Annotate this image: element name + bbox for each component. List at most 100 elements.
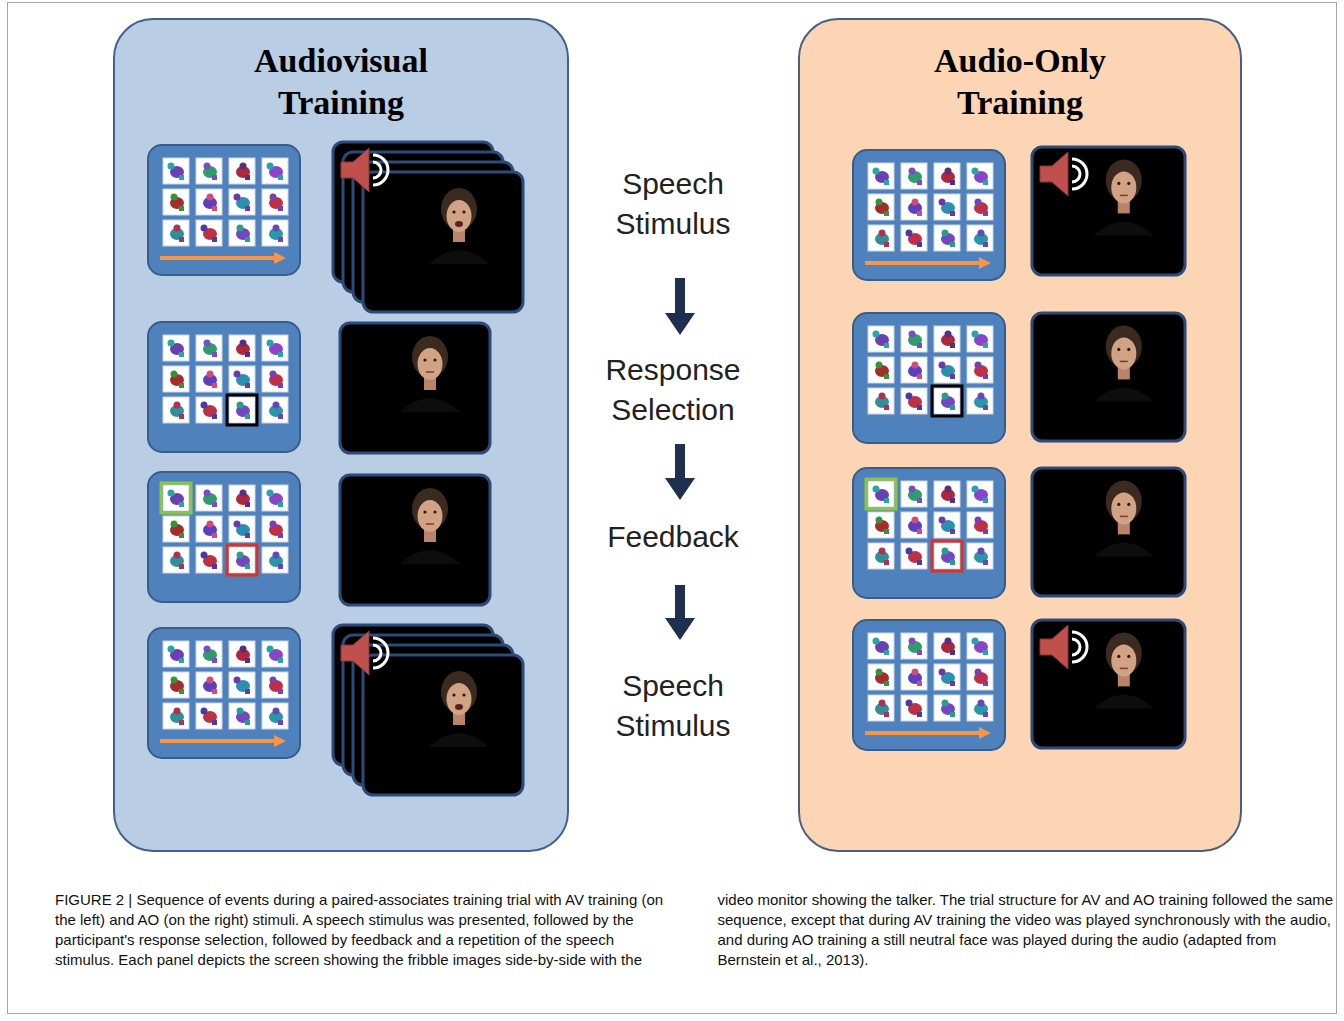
fribble-tile (262, 703, 288, 729)
fribble-part (945, 168, 952, 175)
fribble-part (207, 677, 214, 684)
talker-eye (452, 693, 455, 696)
fribble-screen (853, 150, 1005, 280)
fribble-tile (229, 516, 255, 542)
speaker-icon (341, 631, 388, 675)
fribble-part (168, 163, 175, 170)
fribble-part (909, 168, 916, 175)
speaker-icon (341, 148, 388, 192)
fribble-part (278, 414, 283, 419)
fribble-part (237, 708, 244, 715)
fribble-part (212, 383, 217, 388)
fribble-part (171, 677, 178, 684)
fribble-part (212, 564, 217, 569)
fribble-part (873, 168, 880, 175)
talker-body (429, 250, 489, 264)
fribble-part (273, 708, 280, 715)
fribble-tile (196, 220, 222, 246)
talker-face (1111, 337, 1136, 369)
fribble-tile (229, 397, 255, 423)
fribble-part (245, 502, 250, 507)
fribble-part (884, 211, 889, 216)
fribble-screen (148, 145, 300, 275)
fribble-tile (229, 189, 255, 215)
progress-bar (160, 739, 276, 743)
fribble-part (201, 225, 208, 232)
video-monitor (340, 475, 490, 605)
correct-box (866, 479, 896, 509)
fribble-tile (163, 703, 189, 729)
fribble-part (879, 548, 886, 555)
figure-border (8, 3, 1337, 1014)
fribble-tile (262, 189, 288, 215)
fribble-part (245, 352, 250, 357)
fribble-part (168, 490, 175, 497)
fribble-tile (967, 357, 993, 383)
fribble-part (983, 405, 988, 410)
fribble-part (939, 517, 946, 524)
talker-eye (1117, 503, 1120, 506)
fribble-part (983, 343, 988, 348)
fribble-part (278, 352, 283, 357)
fribble-part (212, 658, 217, 663)
fribble-part (950, 242, 955, 247)
fribble-tile (229, 703, 255, 729)
fribble-part (884, 242, 889, 247)
talker-mouth (455, 704, 463, 710)
sound-wave (1072, 159, 1087, 189)
fribble-part (179, 175, 184, 180)
fribble-tile (229, 672, 255, 698)
fribble-part (237, 225, 244, 232)
fribble-part (245, 237, 250, 242)
fribble-part (876, 517, 883, 524)
fribble-part (983, 529, 988, 534)
fribble-part (171, 194, 178, 201)
progress-arrowhead (274, 252, 286, 264)
fribble-tile (868, 388, 894, 414)
fribble-part (179, 689, 184, 694)
fribble-part (245, 383, 250, 388)
fribble-part (234, 194, 241, 201)
fribble-part (906, 548, 913, 555)
fribble-part (917, 560, 922, 565)
talker-eye (1127, 503, 1130, 506)
fribble-part (942, 548, 949, 555)
fribble-tile (901, 512, 927, 538)
fribble-part (912, 362, 919, 369)
fribble-part (234, 521, 241, 528)
fribble-tile (868, 664, 894, 690)
fribble-tile (262, 158, 288, 184)
fribble-tile (967, 388, 993, 414)
fribble-part (917, 343, 922, 348)
fribble-tile (868, 225, 894, 251)
fribble-tile (934, 194, 960, 220)
fribble-tile (196, 366, 222, 392)
fribble-tile (868, 633, 894, 659)
talker-eye (1127, 348, 1130, 351)
fribble-part (939, 362, 946, 369)
fribble-part (267, 646, 274, 653)
fribble-part (942, 393, 949, 400)
talker-mouth (1120, 668, 1128, 670)
fribble-tile (229, 335, 255, 361)
fribble-tile (868, 163, 894, 189)
progress-bar (865, 731, 981, 735)
talker-face (447, 200, 472, 232)
fribble-part (245, 689, 250, 694)
talker-mouth (1120, 516, 1128, 518)
fribble-part (939, 669, 946, 676)
fribble-tile (967, 326, 993, 352)
fribble-part (168, 340, 175, 347)
video-monitor (340, 323, 490, 453)
talker-mouth (1120, 195, 1128, 197)
fribble-part (278, 564, 283, 569)
fribble-part (950, 405, 955, 410)
fribble-part (972, 168, 979, 175)
fribble-tile (868, 326, 894, 352)
talker-eye (423, 358, 426, 361)
fribble-part (212, 502, 217, 507)
fribble-part (917, 529, 922, 534)
speaker-cone (341, 631, 369, 675)
talker-eye (1117, 348, 1120, 351)
